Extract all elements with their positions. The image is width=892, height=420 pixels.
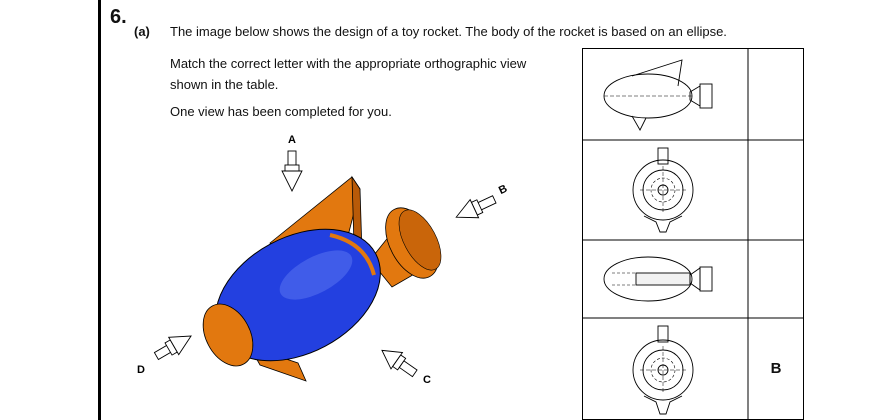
orthographic-table [582, 48, 804, 420]
view-rear-hidden [632, 325, 694, 415]
arrow-b: B [455, 183, 509, 219]
question-part: (a) [134, 24, 150, 39]
view-rear [632, 147, 694, 233]
view-side-with-fin [603, 59, 713, 131]
view-side-sectioned [603, 256, 713, 302]
front-cap [202, 303, 254, 367]
arrow-a: A [281, 134, 303, 193]
answer-cell-row-4[interactable]: B [770, 360, 782, 377]
question-number: 6. [110, 6, 127, 28]
arrow-c [381, 349, 418, 378]
rocket-figure: A B C D [137, 134, 509, 386]
body-highlight [279, 250, 353, 300]
arrow-label-d: D [137, 364, 145, 376]
arrow-label-a: A [288, 134, 296, 146]
question-instruction: Match the correct letter with the approp… [170, 56, 527, 92]
question-note: One view has been completed for you. [170, 104, 392, 119]
margin-rule [98, 0, 101, 420]
arrow-label-b: B [497, 183, 509, 197]
arrow-label-c: C [423, 374, 431, 386]
question-intro: The image below shows the design of a to… [170, 24, 727, 39]
nozzle-face [398, 209, 442, 271]
body-band [329, 233, 376, 276]
arrow-d [153, 335, 192, 361]
